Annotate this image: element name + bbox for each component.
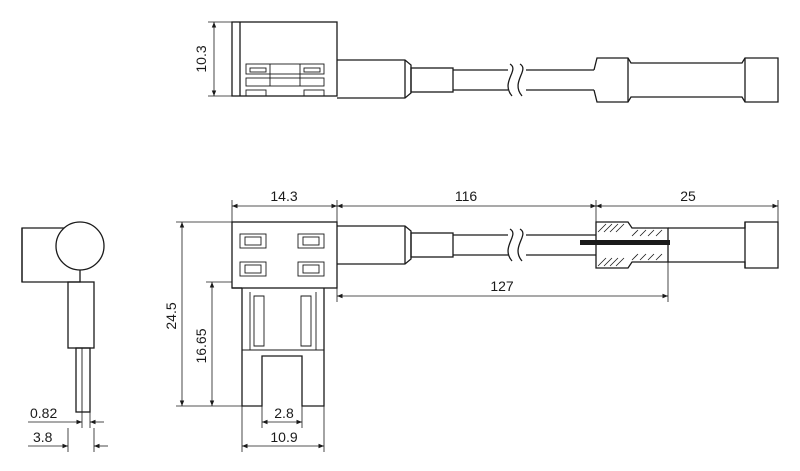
top-body (231, 21, 338, 97)
front-body (231, 221, 338, 289)
dim-label-2-8: 2.8 (274, 405, 294, 421)
front-wire-sleeve (410, 232, 454, 258)
dim-label-10-9: 10.9 (270, 429, 297, 445)
dim-total-length: 127 (336, 262, 669, 302)
dim-label-24-5: 24.5 (163, 302, 179, 329)
dim-blade-width: 2.8 (261, 405, 303, 428)
dim-label-127: 127 (490, 278, 514, 294)
dim-label-14-3: 14.3 (270, 188, 297, 204)
top-wire-sleeve (410, 67, 454, 93)
dim-label-25: 25 (680, 188, 696, 204)
dim-width-body: 14.3 (231, 188, 338, 226)
side-blade-upper (67, 281, 95, 349)
front-blade (241, 288, 325, 407)
top-view: 10.3 (193, 21, 779, 103)
dim-height-full: 24.5 (163, 221, 242, 407)
top-wire (453, 63, 594, 97)
front-view: 14.3 116 25 127 24.5 (163, 188, 779, 452)
side-blade-lower (75, 347, 91, 413)
dim-height-top: 10.3 (193, 21, 232, 97)
dim-height-blade: 16.65 (193, 281, 232, 406)
dim-blade-span: 10.9 (241, 406, 325, 452)
dim-holder-length: 25 (596, 188, 779, 222)
dim-side-thickness: 0.82 (28, 405, 104, 428)
side-wire-circle (55, 221, 105, 271)
front-wire-clip (337, 225, 412, 265)
dim-label-3-8: 3.8 (33, 429, 53, 445)
side-view: 0.82 3.8 (21, 221, 108, 452)
dim-wire-length: 116 (337, 188, 597, 222)
dim-label-116: 116 (455, 188, 478, 204)
front-wire (453, 228, 670, 262)
front-sockets (239, 233, 325, 277)
dim-side-depth: 3.8 (28, 428, 108, 452)
top-terminals (245, 63, 325, 97)
dim-label-16-65: 16.65 (193, 328, 209, 363)
dim-label-10-3: 10.3 (193, 45, 209, 72)
dim-label-0-82: 0.82 (30, 405, 57, 421)
top-fuse-holder (593, 57, 779, 103)
top-wire-clip (337, 59, 412, 99)
